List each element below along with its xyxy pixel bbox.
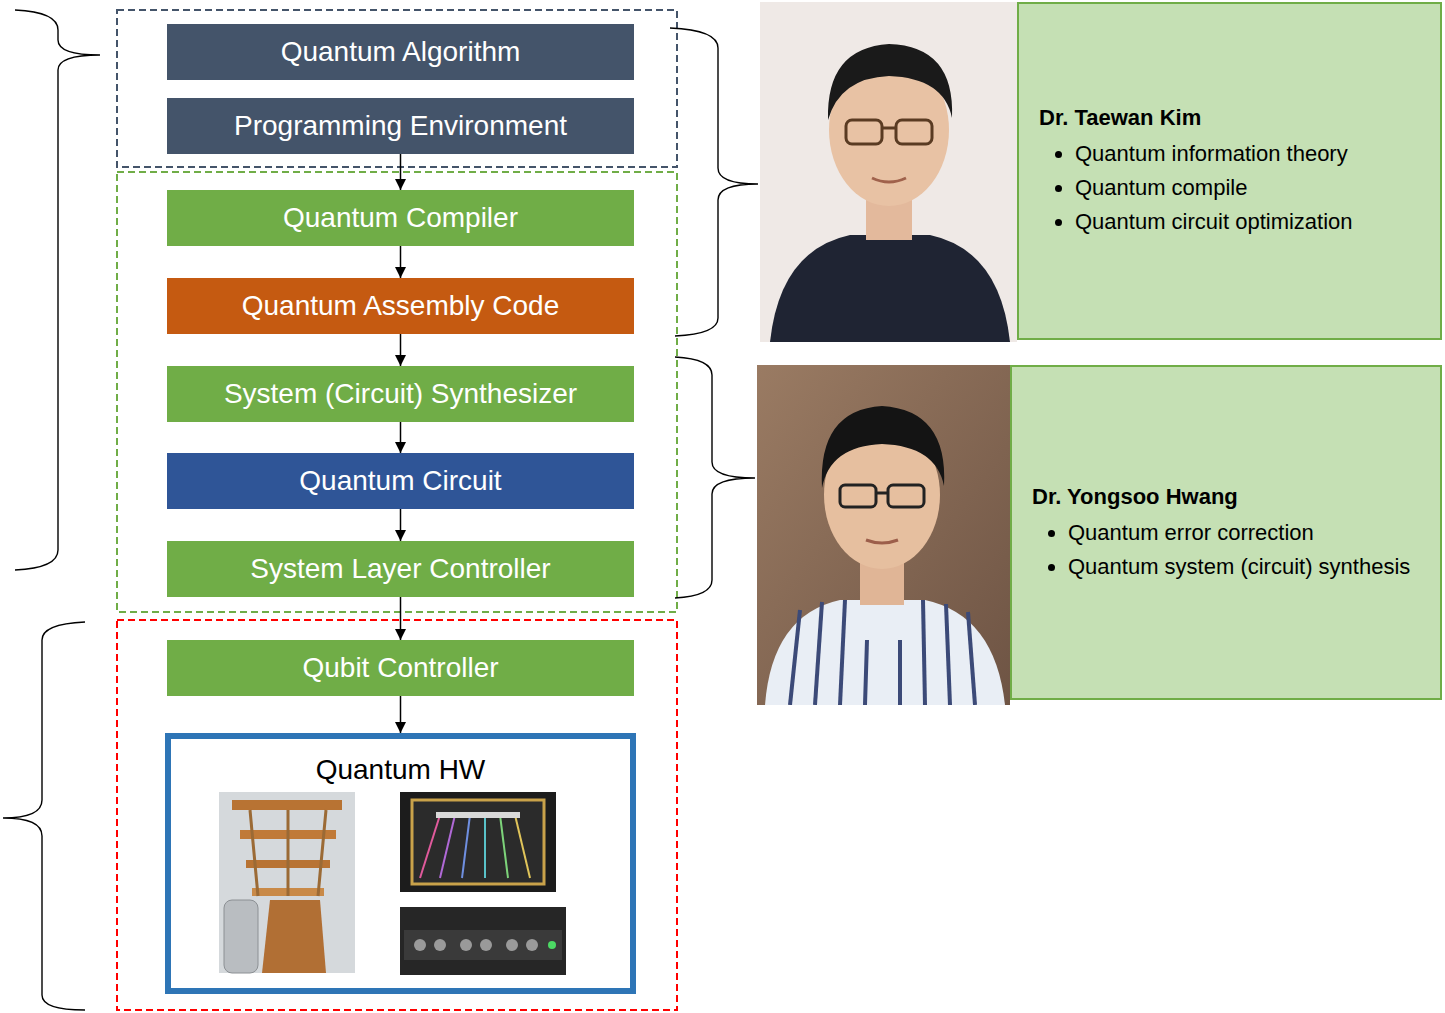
process-box: Quantum Algorithm [167, 24, 634, 80]
research-topic: Quantum compile [1075, 171, 1430, 205]
brace [3, 622, 85, 1010]
box-label: Quantum Algorithm [281, 35, 521, 69]
flow-arrow [400, 154, 402, 190]
portrait-photo [757, 365, 1010, 705]
group-outline [117, 10, 677, 167]
research-topic: Quantum information theory [1075, 137, 1430, 171]
box-label: Quantum Compiler [283, 201, 518, 235]
group-outline [117, 172, 677, 612]
flow-arrow [400, 334, 402, 366]
flow-arrow [400, 246, 402, 278]
process-box: System Layer Controller [167, 541, 634, 597]
data-box: Quantum Circuit [167, 453, 634, 509]
flow-arrow [400, 422, 402, 453]
box-label: System (Circuit) Synthesizer [224, 377, 577, 411]
process-box: Programming Environment [167, 98, 634, 154]
electronics-photo [400, 907, 566, 975]
process-box: Qubit Controller [167, 640, 634, 696]
research-topic: Quantum system (circuit) synthesis [1068, 550, 1430, 584]
flow-arrow [400, 696, 402, 733]
brace [15, 10, 100, 570]
chip-photo [400, 792, 556, 892]
brace-group [3, 10, 758, 1010]
flow-arrow [400, 509, 402, 541]
group-outline [117, 620, 677, 1010]
portrait-photo [760, 2, 1017, 342]
research-topic: Quantum circuit optimization [1075, 205, 1430, 239]
brace [670, 28, 758, 336]
box-label: Quantum Assembly Code [242, 289, 560, 323]
research-topic: Quantum error correction [1068, 516, 1430, 550]
profile-card: Dr. Taewan KimQuantum information theory… [1017, 2, 1442, 340]
person-name: Dr. Taewan Kim [1039, 103, 1430, 133]
box-label: Qubit Controller [302, 651, 498, 685]
hardware-photo [219, 792, 355, 973]
bullet-list: Quantum information theoryQuantum compil… [1039, 137, 1430, 239]
bullet-list: Quantum error correctionQuantum system (… [1032, 516, 1430, 584]
data-box: Quantum Assembly Code [167, 278, 634, 334]
flow-arrow [400, 597, 402, 640]
process-box: Quantum Compiler [167, 190, 634, 246]
person-name: Dr. Yongsoo Hwang [1032, 482, 1430, 512]
box-label: System Layer Controller [250, 552, 550, 586]
box-title: Quantum HW [316, 753, 486, 787]
process-box: System (Circuit) Synthesizer [167, 366, 634, 422]
hardware-box: Quantum HW [165, 733, 636, 994]
profile-card: Dr. Yongsoo HwangQuantum error correctio… [1010, 365, 1442, 700]
box-label: Programming Environment [234, 109, 567, 143]
brace [675, 357, 755, 598]
box-label: Quantum Circuit [299, 464, 501, 498]
